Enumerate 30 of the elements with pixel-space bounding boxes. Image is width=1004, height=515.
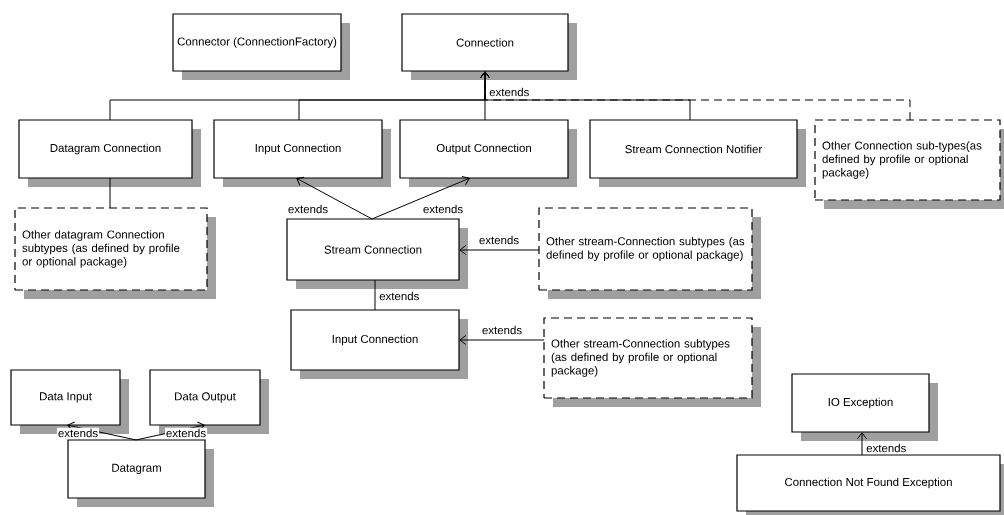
edge-label: extends <box>488 86 531 98</box>
note-box: Other Connection sub-types(as defined by profile or optional package) <box>814 119 1004 209</box>
edge-label: extends <box>56 427 100 439</box>
class-box: Output Connection <box>399 119 577 187</box>
note-box: Other stream-Connection subtypes (as defined by profile or optional package) <box>538 207 761 299</box>
class-box: Connection Not Found Exception <box>736 454 1004 515</box>
note-box: Other stream-Connection subtypes (as defined by profile or optional package) <box>543 317 761 407</box>
class-box: IO Exception <box>791 373 938 441</box>
edge-label: extends <box>286 203 330 215</box>
arrow <box>857 432 867 456</box>
class-box: Stream Connection <box>286 218 468 289</box>
class-box: Datagram Connection <box>18 119 201 187</box>
edge-label: extends <box>477 234 521 246</box>
edge-label: extends <box>480 324 524 336</box>
edge-label: extends <box>865 442 908 454</box>
note-box: Other datagram Connection subtypes (as defined by profile or optional package) <box>14 207 216 299</box>
edge-label: extends <box>164 427 208 439</box>
arrow <box>296 176 373 220</box>
arrow <box>371 175 470 220</box>
arrow <box>459 245 540 255</box>
class-box: Input Connection <box>290 309 468 379</box>
class-box: Datagram <box>67 439 214 507</box>
arrow <box>480 71 691 121</box>
arrow <box>459 335 545 345</box>
class-box: Connection <box>401 13 577 80</box>
edge-label: extends <box>378 290 421 302</box>
edge-label: extends <box>421 203 465 215</box>
class-box: Stream Connection Notifier <box>589 119 806 187</box>
class-box: Connector (ConnectionFactory) <box>172 13 350 80</box>
class-box: Input Connection <box>213 119 391 187</box>
